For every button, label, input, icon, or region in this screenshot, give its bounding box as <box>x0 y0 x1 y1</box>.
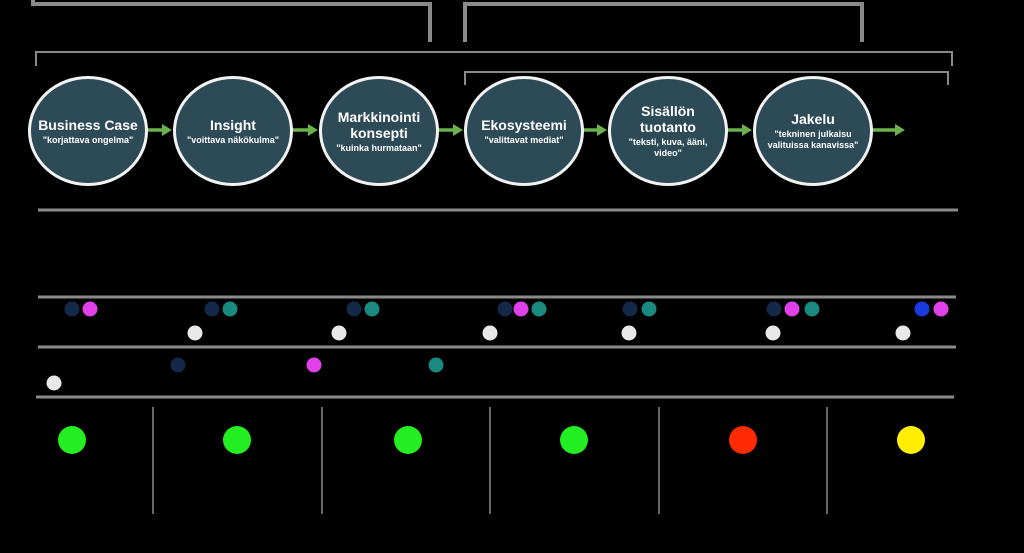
marker-dot <box>222 301 238 317</box>
step-markkinointi-konsepti: Markkinointi konsepti "kuinka hurmataan" <box>319 76 439 186</box>
status-light <box>897 426 925 454</box>
step-subtitle: "voittava näkökulma" <box>186 134 280 145</box>
marker-dot <box>766 301 782 317</box>
step-subtitle: "teksti, kuva, ääni, video" <box>628 137 708 158</box>
marker-dot <box>804 301 820 317</box>
step-title: Sisällön tuotanto <box>640 103 696 135</box>
status-light <box>394 426 422 454</box>
marker-dot <box>204 301 220 317</box>
step-title: Markkinointi konsepti <box>337 108 421 141</box>
bracket-top-left <box>31 0 432 42</box>
marker-dot <box>914 301 930 317</box>
marker-dot <box>641 301 657 317</box>
marker-dot <box>331 325 347 341</box>
step-title: Ekosysteemi <box>481 116 567 133</box>
status-lights <box>58 426 925 454</box>
marker-dot <box>933 301 949 317</box>
step-title: Business Case <box>38 116 138 133</box>
marker-dot <box>765 325 781 341</box>
arrow-head <box>453 124 463 136</box>
step-business-case: Business Case "korjattava ongelma" <box>28 76 148 186</box>
arrow-head <box>308 124 318 136</box>
step-jakelu: Jakelu "tekninen julkaisu valituissa kan… <box>753 76 873 186</box>
marker-dot <box>364 301 380 317</box>
step-title: Insight <box>210 116 256 133</box>
marker-dot <box>187 325 203 341</box>
arrow-head <box>162 124 172 136</box>
marker-dot <box>46 375 62 391</box>
marker-dot <box>428 357 444 373</box>
marker-dot <box>82 301 98 317</box>
arrow-head <box>597 124 607 136</box>
status-light <box>729 426 757 454</box>
bracket-top-right <box>463 2 864 42</box>
marker-dot <box>622 301 638 317</box>
arrow-head <box>742 124 752 136</box>
status-light <box>560 426 588 454</box>
bracket-right <box>464 71 949 85</box>
step-subtitle: "kuinka hurmataan" <box>336 142 422 153</box>
marker-dot <box>482 325 498 341</box>
arrow-head <box>895 124 905 136</box>
step-ekosysteemi: Ekosysteemi "valittavat mediat" <box>464 76 584 186</box>
step-subtitle: "tekninen julkaisu valituissa kanavissa" <box>767 129 859 150</box>
step-insight: Insight "voittava näkökulma" <box>173 76 293 186</box>
marker-dot <box>170 357 186 373</box>
marker-dot <box>895 325 911 341</box>
step-title: Jakelu <box>791 111 835 127</box>
marker-dot <box>531 301 547 317</box>
marker-dot <box>621 325 637 341</box>
step-subtitle: "valittavat mediat" <box>484 134 564 145</box>
status-light <box>223 426 251 454</box>
step-subtitle: "korjattava ongelma" <box>42 134 134 145</box>
marker-dot <box>346 301 362 317</box>
marker-dots <box>46 301 949 391</box>
bracket-wide <box>35 51 953 66</box>
marker-dot <box>64 301 80 317</box>
marker-dot <box>513 301 529 317</box>
marker-dot <box>497 301 513 317</box>
status-light <box>58 426 86 454</box>
step-sisallon-tuotanto: Sisällön tuotanto "teksti, kuva, ääni, v… <box>608 76 728 186</box>
marker-dot <box>306 357 322 373</box>
marker-dot <box>784 301 800 317</box>
